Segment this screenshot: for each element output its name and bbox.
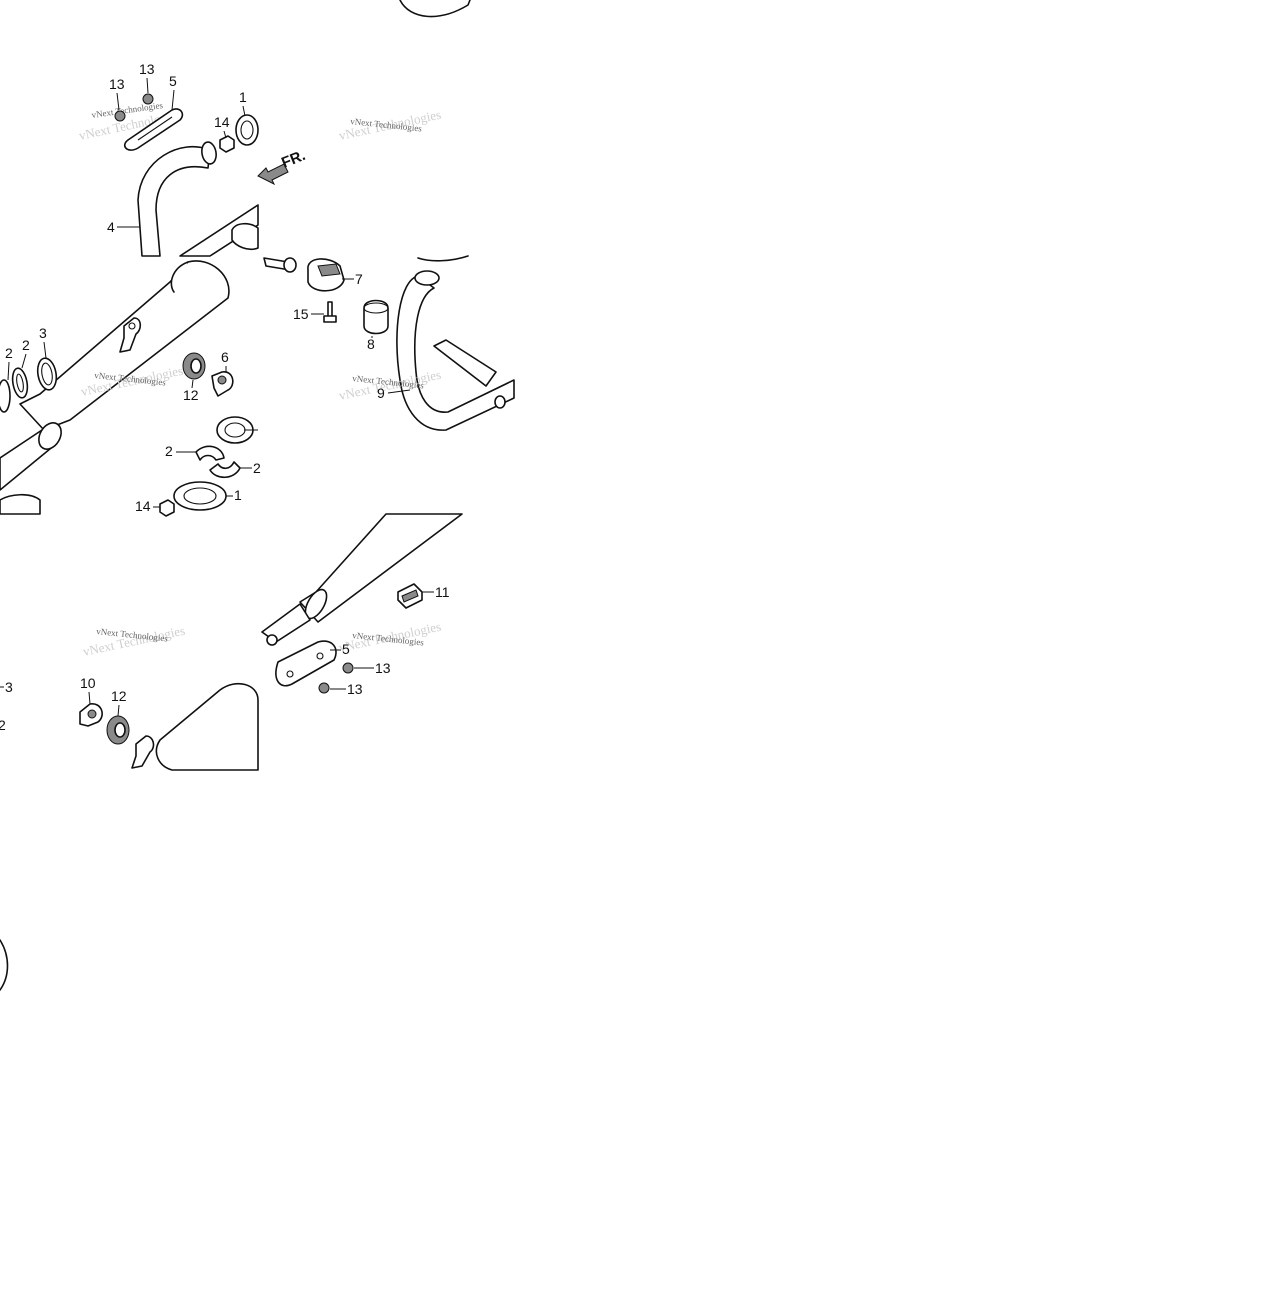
muffler-rear [155,682,259,771]
nut-14b [159,499,175,517]
leader-line [43,341,47,359]
pipe-4-end [201,141,217,165]
protector-slot [137,116,173,141]
gasket-2a [0,379,11,413]
heat-protector-5b [275,640,337,687]
callout-5: 5 [169,73,177,89]
flange-1-hole [240,120,254,140]
callout-14: 14 [214,114,230,130]
callout-3: 3 [5,679,13,695]
flange-1b [173,481,227,511]
muffler-joint [38,422,62,450]
leader-line [387,389,411,394]
flange-1b-hole [183,487,217,505]
tile-top-right: vNext Technologies vNext Technologies 7 … [231,222,515,431]
callout-12: 12 [111,688,127,704]
callout-6: 6 [221,349,229,365]
pipe-9-branch [433,339,497,387]
leader-line [116,92,120,111]
tile-bottom-right: vNext Technologies vNext Technologies 11… [261,513,463,697]
lower-pipe [0,493,41,515]
callout-3: 3 [39,325,47,341]
leader-line [171,89,175,111]
leader-line [146,77,149,94]
callout-2: 2 [22,337,30,353]
bolt-13-d [318,682,330,694]
exhaust-pipe-4 [137,145,211,257]
callout-7: 7 [355,271,363,287]
split-ring-2d [209,461,241,479]
rubber-12b-hole [114,722,126,738]
pipe-stub-end [283,257,297,273]
split-ring-2c [195,445,225,461]
leader-line [88,691,91,705]
protector-hole [286,670,294,678]
bracket-hole [128,322,136,330]
nut-14 [219,135,235,153]
leader-line [223,130,227,139]
leader-line [191,379,194,389]
bolt-13-a [114,110,126,122]
part-fragment-top [399,0,471,18]
callout-1: 1 [239,89,247,105]
collar-8-rim [363,302,389,314]
callout-2: 2 [5,345,13,361]
callout-11: 11 [435,584,450,600]
gasket-2b-hole [16,373,24,393]
callout-1: 1 [234,487,242,503]
tile-top-left: vNext Technologies vNext Technologies vN… [78,0,471,257]
clamp-7-band [317,263,341,277]
callout-9: 9 [377,385,385,401]
leader-line [117,704,120,717]
leader-line [21,353,27,369]
stay-11-detail [401,589,419,603]
pipe-4-lower [179,204,259,257]
callout-13: 13 [109,76,125,92]
gasket-2b [11,367,29,399]
protector-hole [316,652,324,660]
muffler-end [170,261,189,293]
bolt-13-c [342,662,354,674]
muffler-rear-bracket [131,735,155,769]
pipe-nipple [266,634,278,646]
leader-line [7,361,10,381]
exhaust-pipe-9 [396,275,515,431]
callout-2: 2 [253,460,261,476]
bolt-13-b [142,93,154,105]
collar-8 [363,299,389,335]
callout-5: 5 [342,641,350,657]
tile-bottom-left: vNext Technologies vNext Technologies 3 … [0,623,259,991]
rubber-12-hole [190,358,202,374]
front-direction-label: FR. [279,147,308,172]
callout-13: 13 [375,660,391,676]
callout-13: 13 [139,61,155,77]
flange-1 [235,114,259,146]
pipe-9-end [414,270,440,286]
callout-15: 15 [293,306,309,322]
callout-8: 8 [367,336,375,352]
callout-4: 4 [107,219,115,235]
callout-12: 12 [183,387,199,403]
pipe-9-nipple [494,395,506,409]
bracket-6-bolt [217,375,227,385]
callout-2: 2 [165,443,173,459]
callout-13: 13 [347,681,363,697]
pipe-fragment-left [0,939,9,991]
stay-10-bolt [87,709,97,719]
callout-10: 10 [80,675,96,691]
tile-middle-left: vNext Technologies vNext Technologies 2 … [0,260,261,517]
pipe-joint [231,222,259,251]
callout-14: 14 [135,498,151,514]
pipe-9-top [417,255,469,262]
callout-2: 2 [0,717,6,733]
gasket-3 [36,357,58,391]
front-arrow-icon [257,163,289,186]
gasket-3-hole [41,362,53,386]
leader-line [242,105,246,117]
bolt-15-head [323,315,337,323]
